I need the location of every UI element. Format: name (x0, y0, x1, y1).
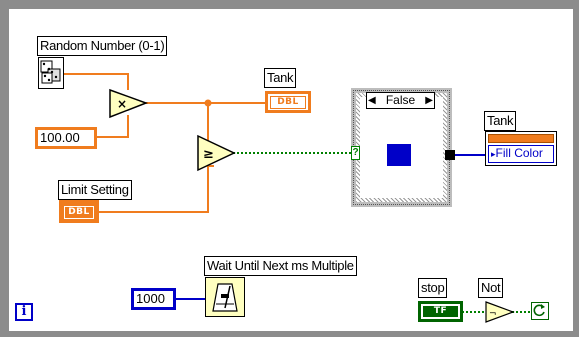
case-structure[interactable] (351, 88, 452, 207)
metronome-icon[interactable] (205, 277, 245, 317)
fill-color-owner-label: Tank (484, 111, 517, 131)
not-label: Not (478, 278, 504, 298)
tank-indicator-terminal[interactable]: DBL (265, 91, 311, 113)
not-gate-icon[interactable]: ¬ (485, 301, 515, 323)
property-node-header (488, 134, 554, 143)
case-output-tunnel (445, 150, 455, 160)
fill-color-property[interactable]: ▸Fill Color (488, 145, 554, 163)
wire-constant-to-multiply (97, 115, 129, 138)
svg-text:¬: ¬ (489, 309, 497, 319)
fill-color-text: Fill Color (495, 146, 543, 160)
limit-setting-label: Limit Setting (58, 180, 132, 200)
multiplier-constant[interactable]: 100.00 (35, 127, 97, 149)
case-selector-terminal-mark: ? (352, 147, 359, 158)
wait-constant[interactable]: 1000 (131, 288, 176, 310)
color-box-constant[interactable] (387, 144, 411, 166)
limit-setting-terminal[interactable]: DBL (59, 200, 99, 223)
tank-indicator-label: Tank (264, 68, 297, 88)
case-prev-arrow-icon[interactable]: ◀ (368, 95, 376, 106)
dice-icon[interactable] (38, 57, 64, 89)
stop-button-terminal[interactable]: TF (418, 301, 463, 322)
wire-random-to-multiply (62, 73, 129, 90)
case-next-arrow-icon[interactable]: ▶ (425, 95, 433, 106)
stop-label: stop (418, 278, 448, 298)
tank-type-tag: DBL (277, 97, 299, 107)
loop-condition-icon[interactable] (531, 302, 549, 320)
stop-type-tag: TF (433, 306, 448, 316)
wire-junction (204, 99, 212, 107)
random-number-label: Random Number (0-1) (37, 36, 168, 56)
iteration-icon: i (15, 303, 33, 321)
wait-function-label: Wait Until Next ms Multiple (204, 256, 357, 276)
multiply-icon[interactable]: × (109, 88, 149, 119)
limit-type-tag: DBL (68, 207, 90, 217)
greater-equal-icon[interactable]: ≥ (197, 134, 236, 172)
property-node[interactable]: ▸Fill Color (485, 131, 557, 166)
iteration-text: i (21, 304, 27, 319)
case-selector-terminal[interactable]: ? (351, 146, 360, 160)
case-selector[interactable]: ◀ False ▶ (366, 92, 435, 109)
property-arrow-icon: ▸ (491, 149, 496, 159)
case-selector-value: False (385, 93, 416, 107)
wire-limit-to-compare (96, 165, 214, 213)
svg-text:×: × (117, 97, 127, 111)
svg-text:≥: ≥ (203, 147, 214, 162)
